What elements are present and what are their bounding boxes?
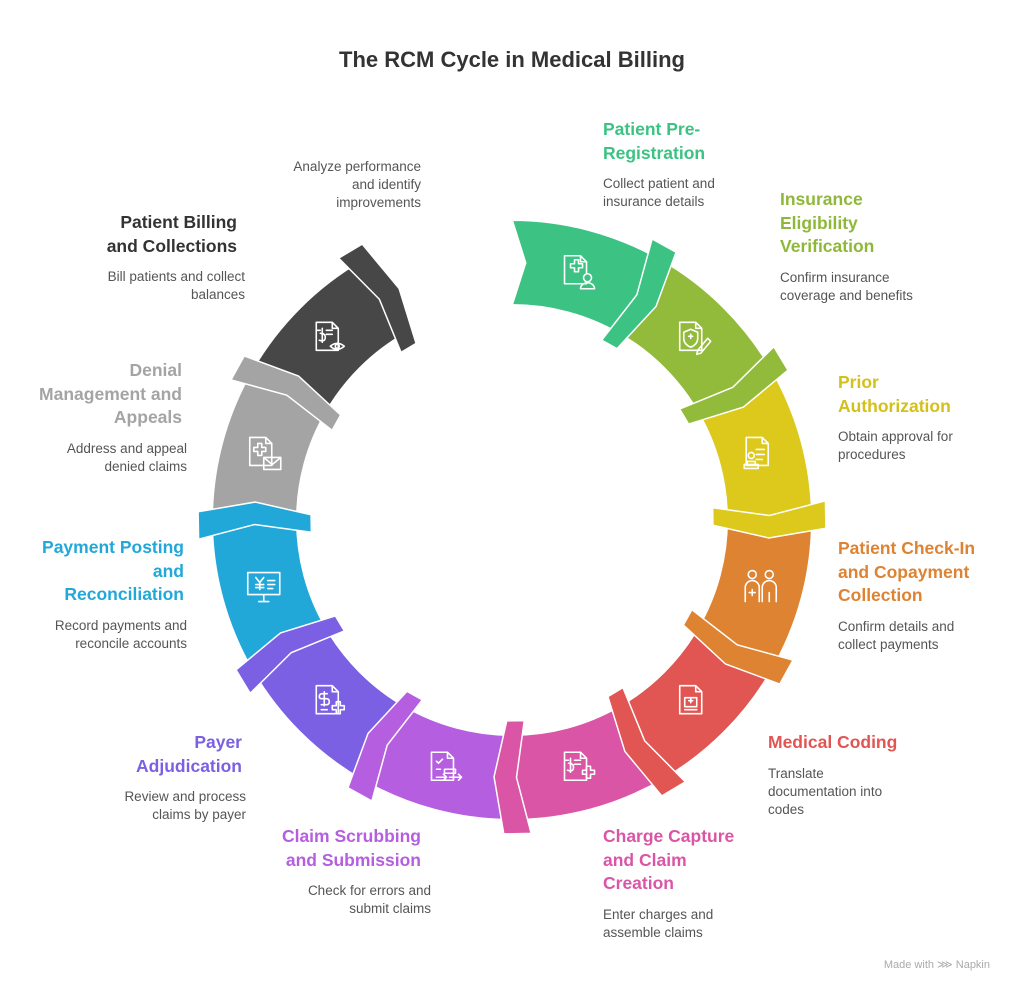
medical-document-icon [678, 684, 703, 715]
page-title: The RCM Cycle in Medical Billing [339, 47, 685, 72]
segment-connector-tab [493, 719, 533, 835]
dollar-document-plus-icon [315, 684, 346, 715]
step-desc: Obtain approval for procedures [838, 429, 953, 462]
receipt-eye-icon [315, 321, 346, 352]
doctor-patient-icon [744, 569, 778, 603]
label-analyze-performance: Analyze performance and identify improve… [191, 148, 421, 212]
segment-connector-tab [337, 243, 417, 354]
step-desc: Review and process claims by payer [124, 789, 246, 822]
segment-connector-tab [235, 615, 346, 695]
step-heading: Denial Management and Appeals [39, 360, 182, 427]
document-plus-mail-icon [248, 436, 282, 471]
segment-connector-tab [600, 237, 677, 350]
label-check-in: Patient Check-In and Copayment Collectio… [838, 537, 1024, 654]
step-desc: Bill patients and collect balances [107, 269, 245, 302]
shield-document-pen-icon [678, 321, 712, 356]
made-with-napkin-credit: Made with ⋙ Napkin [883, 959, 990, 971]
step-heading: Payer Adjudication [136, 732, 242, 776]
segment-connector-tab [607, 686, 687, 797]
step-heading: Claim Scrubbing and Submission [281, 826, 421, 870]
step-desc: Check for errors and submit claims [307, 883, 431, 916]
segment-connector-tab [197, 501, 313, 541]
step-desc: Record payments and reconcile accounts [54, 617, 187, 651]
step-heading: Payment Posting and Reconciliation [42, 537, 184, 604]
step-heading: Patient Billing and Collections [106, 212, 237, 256]
segment-connector-tab [229, 355, 342, 432]
monitor-yen-icon [246, 571, 281, 603]
segment-connector-tab [347, 690, 424, 803]
step-desc: Translate documentation into codes [768, 765, 883, 817]
step-heading: Charge Capture and Claim Creation [603, 826, 735, 893]
step-desc: Confirm details and collect payments [838, 618, 955, 652]
step-heading: Patient Check-In and Copayment Collectio… [838, 538, 976, 605]
step-heading: Patient Pre- Registration [603, 119, 706, 163]
step-heading: Medical Coding [768, 732, 898, 752]
segment-connector-tab [682, 608, 795, 685]
step-heading: Prior Authorization [838, 372, 951, 416]
step-heading: Insurance Eligibility Verification [780, 189, 875, 256]
stamp-document-icon [743, 436, 770, 470]
step-desc: Address and appeal denied claims [66, 440, 187, 474]
step-desc: Collect patient and insurance details [603, 176, 715, 209]
checklist-submit-icon [430, 751, 463, 782]
step-desc: Enter charges and assemble claims [603, 906, 714, 940]
step-desc: Confirm insurance coverage and benefits [780, 269, 913, 303]
receipt-dollar-plus-icon [563, 751, 596, 782]
segment-connector-tab [711, 499, 827, 539]
document-plus-user-icon [563, 254, 596, 290]
step-desc: Analyze performance and identify improve… [293, 159, 421, 210]
segment-connector-tab [678, 345, 789, 425]
